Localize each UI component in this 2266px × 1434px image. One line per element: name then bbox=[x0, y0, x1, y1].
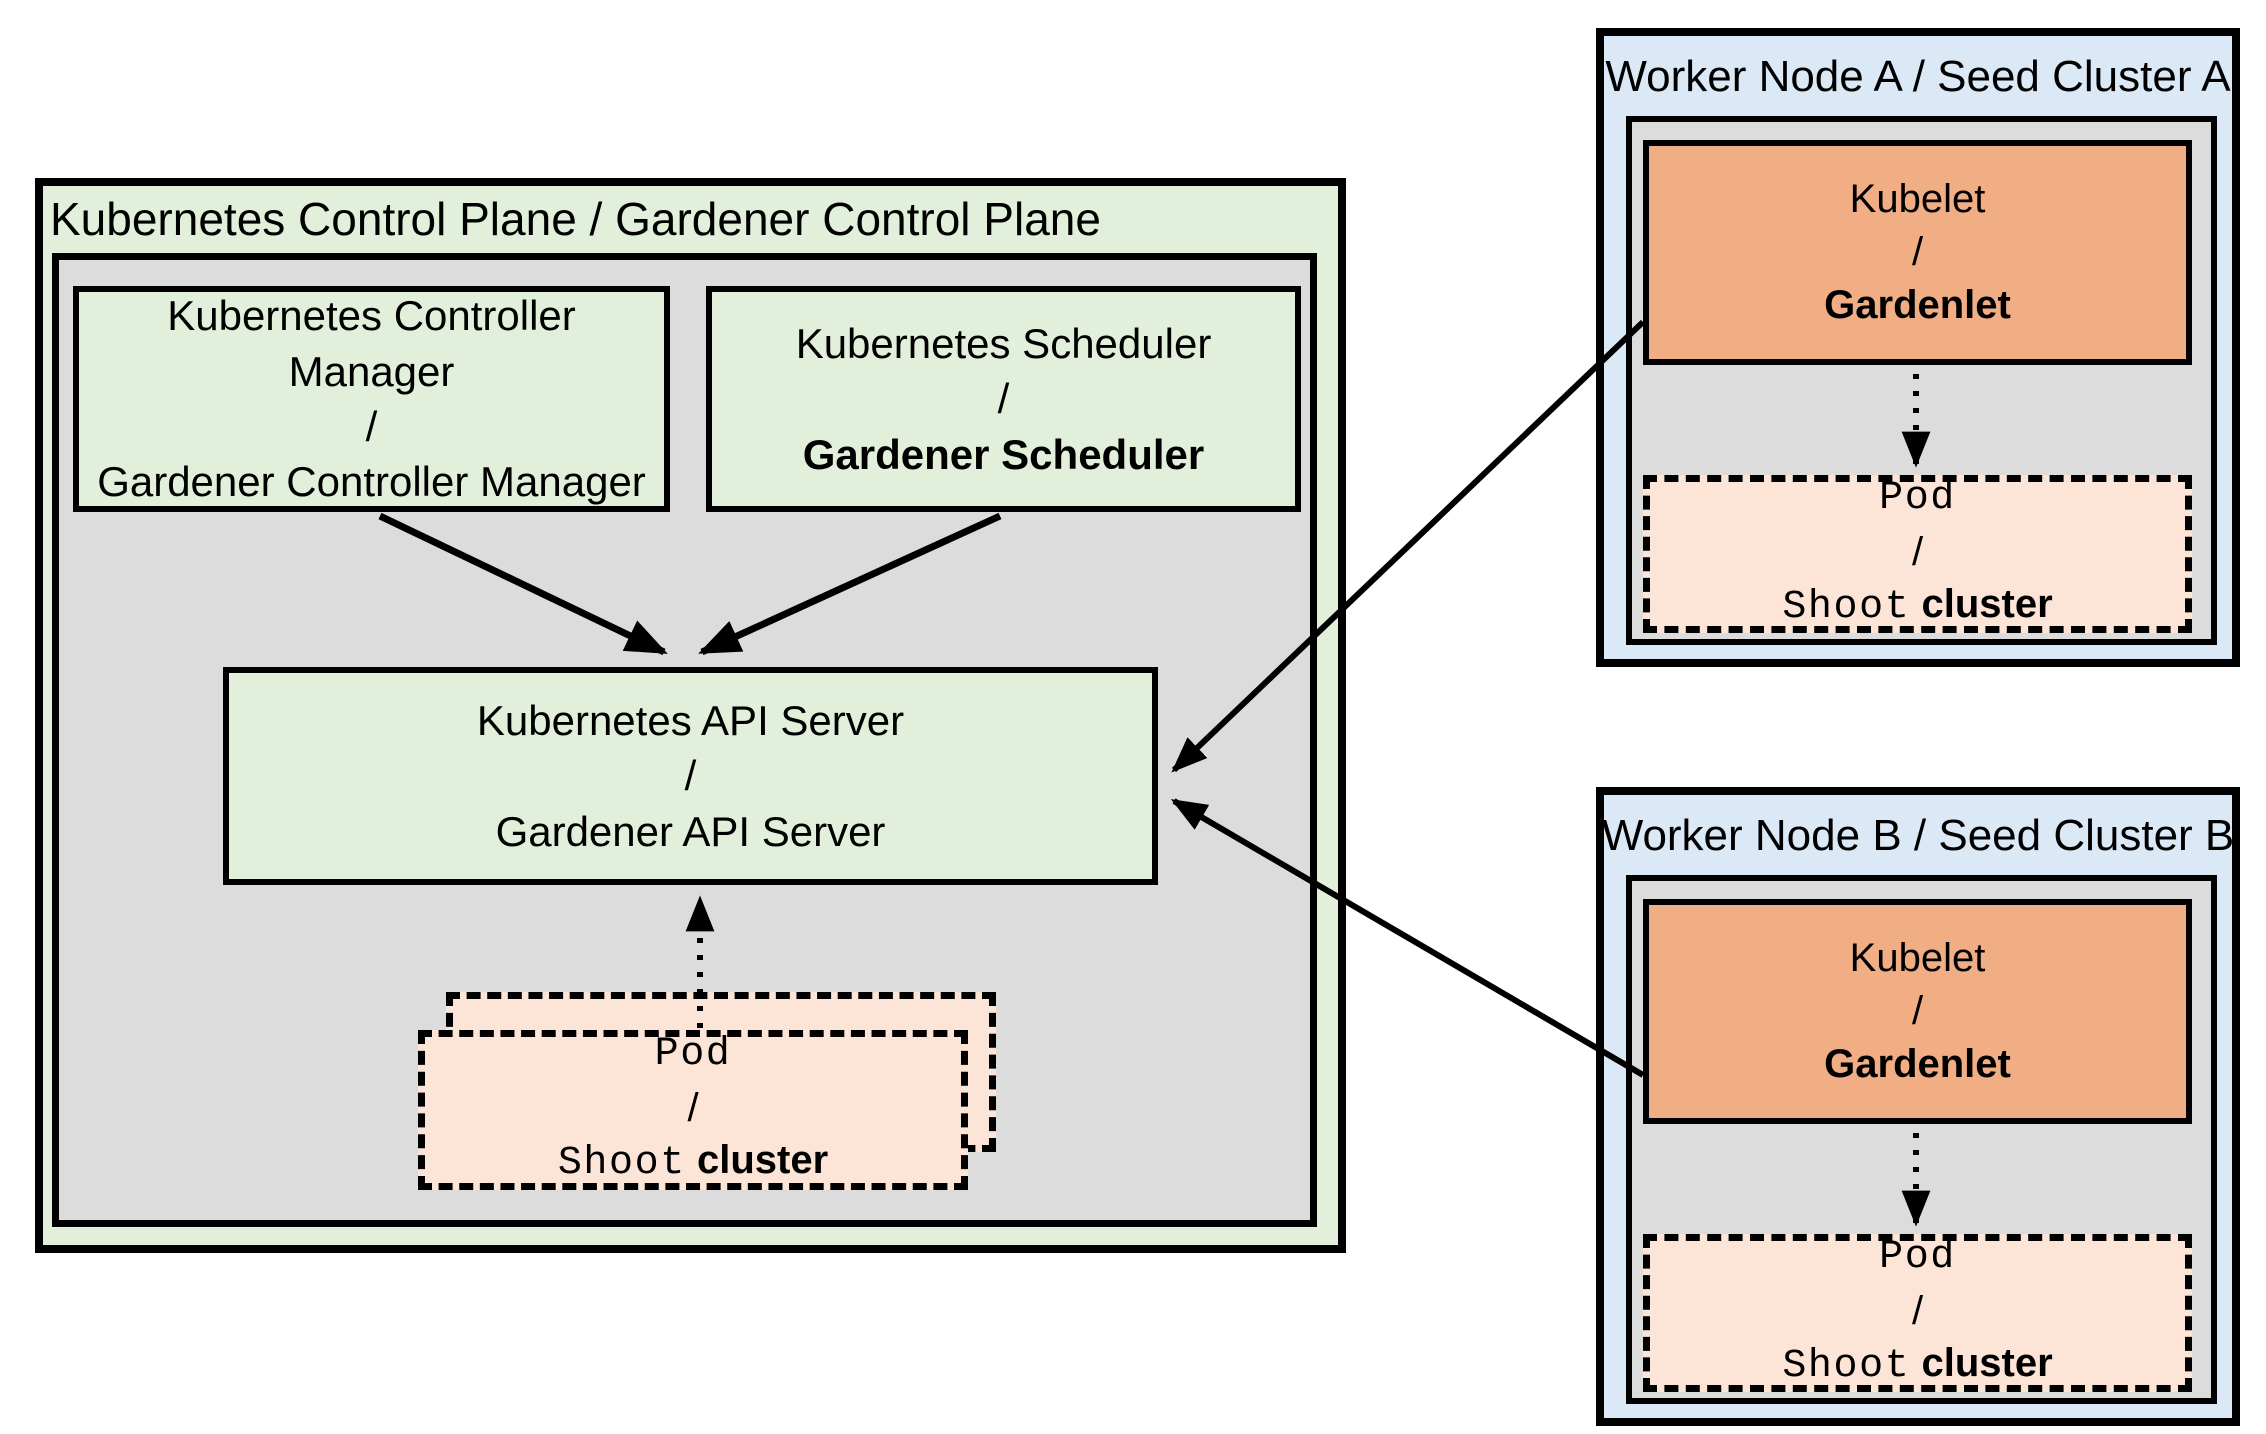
control-plane-title: Kubernetes Control Plane / Gardener Cont… bbox=[50, 193, 1101, 245]
scheduler-line1: Kubernetes Scheduler bbox=[795, 319, 1212, 367]
pod-line1: Pod bbox=[654, 1031, 732, 1077]
controller-manager-box: Kubernetes Controller Manager / Gardener… bbox=[73, 286, 670, 512]
kubelet-b-line1: Kubelet bbox=[1849, 936, 1986, 981]
pod-b-line2: Shoot cluster bbox=[1782, 1337, 2052, 1394]
worker-node-b-title: Worker Node B / Seed Cluster B bbox=[1601, 811, 2235, 860]
pod-shoot-b-box: Pod / Shoot cluster bbox=[1643, 1234, 2192, 1392]
kubelet-b-separator: / bbox=[1911, 989, 1924, 1034]
pod-separator: / bbox=[687, 1085, 699, 1130]
pod-b-separator: / bbox=[1911, 1288, 1924, 1333]
controller-manager-separator: / bbox=[365, 403, 378, 450]
api-server-box: Kubernetes API Server / Gardener API Ser… bbox=[223, 667, 1158, 885]
pod-shoot-a-box: Pod / Shoot cluster bbox=[1643, 475, 2192, 633]
kubelet-gardenlet-b-box: Kubelet / Gardenlet bbox=[1643, 899, 2192, 1124]
kubelet-a-line1: Kubelet bbox=[1849, 177, 1986, 222]
pod-b-line2-text: cluster bbox=[1921, 1341, 2053, 1386]
api-server-separator: / bbox=[684, 752, 697, 800]
pod-b-line1: Pod bbox=[1879, 1234, 1956, 1280]
kubelet-gardenlet-a-box: Kubelet / Gardenlet bbox=[1643, 140, 2192, 365]
scheduler-separator: / bbox=[997, 375, 1010, 423]
controller-manager-line1: Kubernetes Controller Manager bbox=[167, 292, 576, 395]
scheduler-line2: Gardener Scheduler bbox=[802, 430, 1205, 478]
kubelet-a-separator: / bbox=[1911, 230, 1924, 275]
pod-line2-text: cluster bbox=[696, 1138, 829, 1183]
api-server-line1: Kubernetes API Server bbox=[476, 696, 905, 744]
pod-shoot-box: Pod / Shoot cluster bbox=[418, 1030, 968, 1190]
controller-manager-line2: Gardener Controller Manager bbox=[97, 458, 646, 506]
kubelet-b-line2: Gardenlet bbox=[1824, 1041, 2011, 1086]
pod-a-line2-code: Shoot bbox=[1782, 585, 1911, 631]
pod-a-line2-text: cluster bbox=[1921, 582, 2053, 627]
pod-line2: Shoot cluster bbox=[558, 1134, 828, 1191]
pod-a-separator: / bbox=[1911, 529, 1924, 574]
api-server-line2: Gardener API Server bbox=[495, 807, 886, 855]
pod-a-line2: Shoot cluster bbox=[1782, 578, 2052, 635]
pod-a-line1: Pod bbox=[1879, 475, 1956, 521]
pod-line2-code: Shoot bbox=[557, 1141, 686, 1187]
scheduler-box: Kubernetes Scheduler / Gardener Schedule… bbox=[706, 286, 1301, 512]
pod-b-line2-code: Shoot bbox=[1782, 1344, 1911, 1390]
kubelet-a-line2: Gardenlet bbox=[1824, 282, 2011, 327]
worker-node-a-title: Worker Node A / Seed Cluster A bbox=[1605, 52, 2231, 101]
